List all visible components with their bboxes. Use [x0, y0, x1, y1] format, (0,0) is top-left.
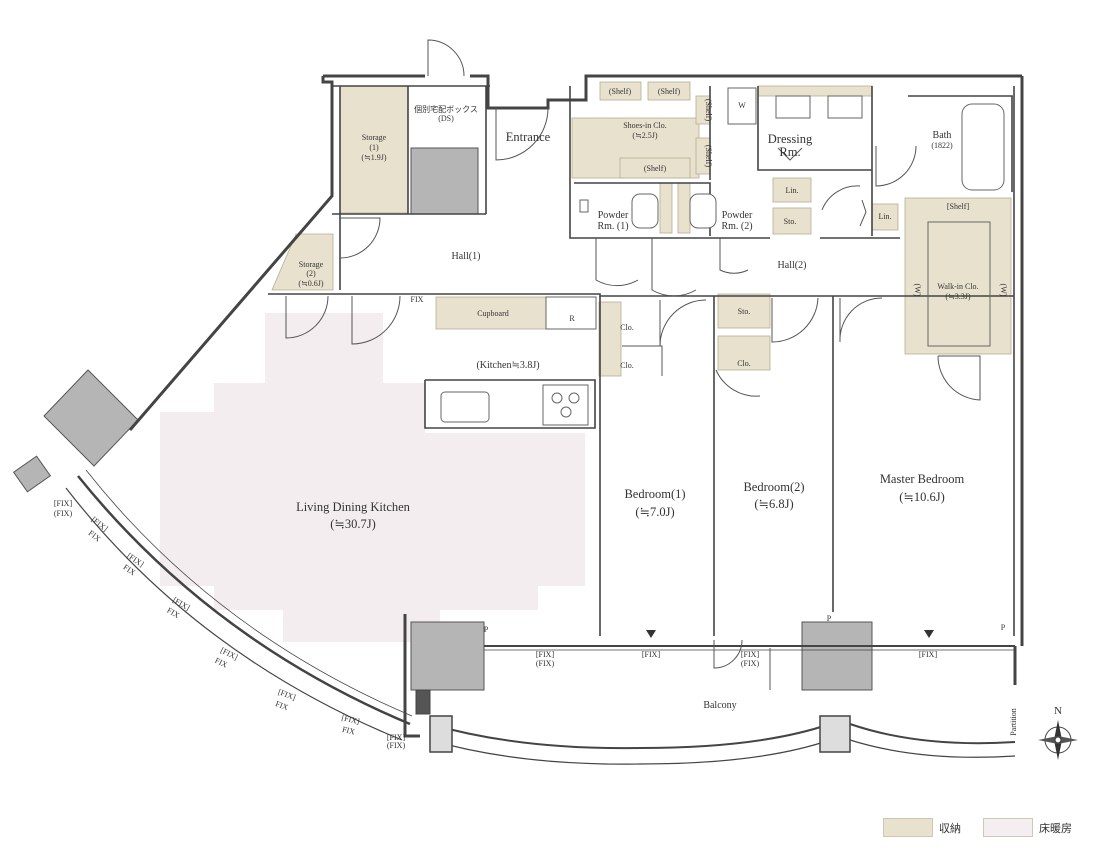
delivery-box-label: 個別宅配ボックス: [414, 104, 478, 114]
powder1-label-2: Rm. (1): [597, 221, 628, 232]
ldk-label: Living Dining Kitchen: [296, 500, 411, 514]
floor-heating-area: [160, 313, 585, 642]
bath-size: (1822): [931, 141, 953, 150]
legend-storage-swatch: [883, 818, 933, 837]
legend-storage: 収納: [883, 818, 961, 837]
fix-b-c8: [FIX]: [387, 733, 406, 742]
bedroom2-label: Bedroom(2): [743, 480, 804, 494]
fix-c5: FIX: [213, 656, 229, 670]
shoes-clo-label: Shoes-in Clo.: [623, 121, 667, 130]
fix-b-1: [FIX]: [536, 650, 555, 659]
compass-label: N: [1054, 705, 1062, 717]
fix-c6: FIX: [274, 699, 289, 712]
fix-b-c7: [FIX]: [341, 713, 361, 726]
fix-c7: FIX: [341, 725, 356, 737]
storage1-size: (≒1.9J): [361, 153, 386, 162]
fix-p-1: (FIX): [536, 659, 555, 668]
fix-p-c8: (FIX): [387, 741, 406, 750]
wic-label: Walk-in Clo.: [937, 282, 978, 291]
fix-label-top: FIX: [411, 295, 424, 304]
bath-label: Bath: [933, 130, 952, 141]
partition-label: Partition: [1009, 708, 1018, 736]
shelf-label-2: (Shelf): [658, 87, 681, 96]
powder2-label-1: Powder: [722, 210, 753, 221]
curved-window-wall: [65, 469, 1016, 765]
shelf-label-3: (Shelf): [644, 164, 667, 173]
balcony-label: Balcony: [703, 700, 736, 711]
storage2-num: (2): [306, 269, 316, 278]
storage2-size: (≒0.6J): [298, 279, 323, 288]
storage2-label: Storage: [299, 260, 324, 269]
kitchen-label: (Kitchen≒3.8J): [476, 360, 539, 371]
fix-b-c1: [FIX]: [54, 499, 73, 508]
linen-label-2: Lin.: [878, 212, 891, 221]
fix-b-4: [FIX]: [919, 650, 938, 659]
bedroom1-size: (≒7.0J): [635, 505, 674, 519]
shelf-label-5: (Shelf): [704, 145, 713, 168]
fix-b-3: [FIX]: [741, 650, 760, 659]
dressing-label-2: Rm.: [779, 145, 800, 159]
wic-w-left: (W): [913, 284, 922, 297]
pipe-label-3: P: [1001, 623, 1006, 632]
shelf-label-1: (Shelf): [609, 87, 632, 96]
fix-p-c1: (FIX): [54, 509, 73, 518]
bedroom1-label: Bedroom(1): [624, 487, 685, 501]
linen-label-1: Lin.: [785, 186, 798, 195]
powder2-label-2: Rm. (2): [721, 221, 752, 232]
storage1-num: (1): [369, 143, 379, 152]
washer-label: W: [738, 101, 746, 110]
shoes-clo-size: (≒2.5J): [632, 131, 657, 140]
cupboard-label: Cupboard: [477, 309, 509, 318]
fridge-label: R: [569, 314, 575, 323]
wic-size: (≒3.3J): [945, 292, 970, 301]
powder1-label-1: Powder: [598, 210, 629, 221]
master-size: (≒10.6J): [899, 490, 945, 504]
shelf-label-4: (Shelf): [704, 99, 713, 122]
storage-areas: [271, 81, 1012, 377]
dressing-label-1: Dressing: [768, 132, 813, 146]
compass-icon: [1038, 720, 1078, 760]
ldk-size: (≒30.7J): [330, 517, 376, 531]
wic-shelf-label: [Shelf]: [947, 202, 970, 211]
sto-label-1: Sto.: [784, 217, 797, 226]
window-markers: [646, 630, 934, 638]
sto-label-2: Sto.: [738, 307, 751, 316]
delivery-box-sub: (DS): [438, 114, 454, 123]
fixtures: [440, 87, 1005, 426]
storage1-label: Storage: [362, 133, 387, 142]
hall2-label: Hall(2): [778, 260, 807, 271]
fix-c2: FIX: [87, 529, 103, 544]
bedroom2-size: (≒6.8J): [754, 497, 793, 511]
hall1-label: Hall(1): [452, 251, 481, 262]
legend-floor-heating-swatch: [983, 818, 1033, 837]
clo-label-1: Clo.: [620, 323, 634, 332]
clo-label-3: Clo.: [737, 359, 751, 368]
legend-storage-label: 収納: [939, 822, 961, 835]
entrance-label: Entrance: [506, 130, 551, 144]
structural-columns: [12, 147, 873, 691]
doors: [285, 39, 981, 690]
master-label: Master Bedroom: [880, 472, 965, 486]
wic-w-right: (W): [999, 284, 1008, 297]
fix-c4: FIX: [165, 606, 181, 620]
clo-label-2: Clo.: [620, 361, 634, 370]
legend-floor-heating-label: 床暖房: [1039, 822, 1072, 835]
pipe-label-1: P: [484, 625, 489, 634]
walls: [128, 74, 1024, 738]
fix-b-2: [FIX]: [642, 650, 661, 659]
fix-p-3: (FIX): [741, 659, 760, 668]
legend-floor-heating: 床暖房: [983, 818, 1072, 837]
pipe-label-2: P: [827, 614, 832, 623]
balcony-edge: [415, 645, 1015, 753]
